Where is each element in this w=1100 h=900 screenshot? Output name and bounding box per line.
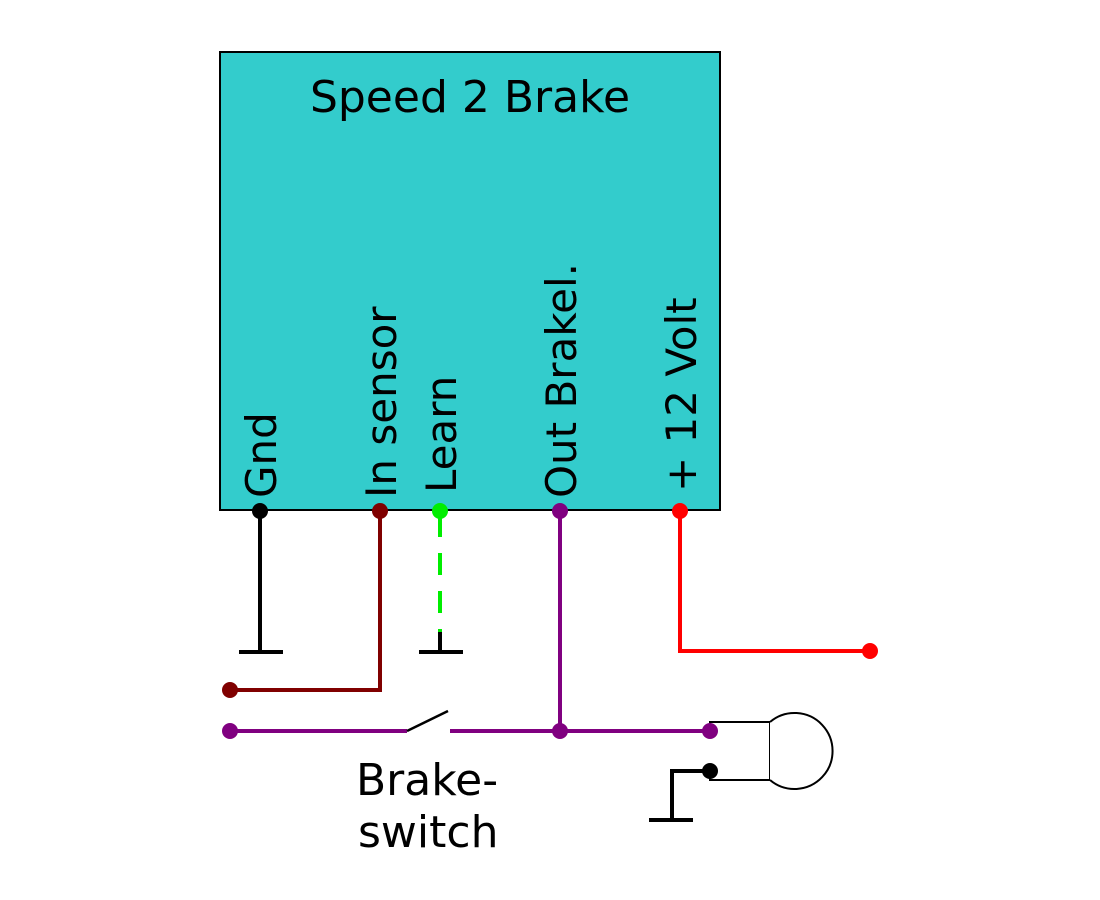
lamp-ground-wire (670, 769, 710, 820)
pin-label-in-sensor: In sensor (357, 306, 406, 498)
pin-dot-out-brakel (552, 503, 568, 519)
pin-dot-gnd (252, 503, 268, 519)
ground-symbol-icon (419, 632, 463, 654)
pin-dot-in-sensor (372, 503, 388, 519)
terminal-in-sensor (222, 682, 238, 698)
lamp-ground-dot (702, 763, 718, 779)
module-box (219, 51, 721, 511)
pin-label-gnd: Gnd (237, 412, 286, 498)
switch-icon (406, 709, 449, 733)
bulb-icon (709, 712, 834, 790)
wire-in-sensor (230, 511, 382, 692)
lamp-terminal-dot (702, 723, 718, 739)
pin-label-out-brakel: Out Brakel. (537, 263, 586, 498)
pin-label-learn: Learn (417, 376, 466, 493)
pin-label-plus-12-volt: + 12 Volt (657, 297, 706, 492)
junction-dot (552, 723, 568, 739)
brake-switch-label-line1: Brake- (356, 755, 498, 806)
terminal-plus-12-volt (862, 643, 878, 659)
wire-plus-12-volt (678, 511, 870, 653)
module-title: Speed 2 Brake (310, 72, 630, 123)
terminal-brake-switch (222, 723, 238, 739)
pin-dot-learn (432, 503, 448, 519)
wire-out-brakel (230, 511, 710, 733)
pin-dot-plus-12-volt (672, 503, 688, 519)
brake-switch-label-line2: switch (358, 807, 498, 858)
